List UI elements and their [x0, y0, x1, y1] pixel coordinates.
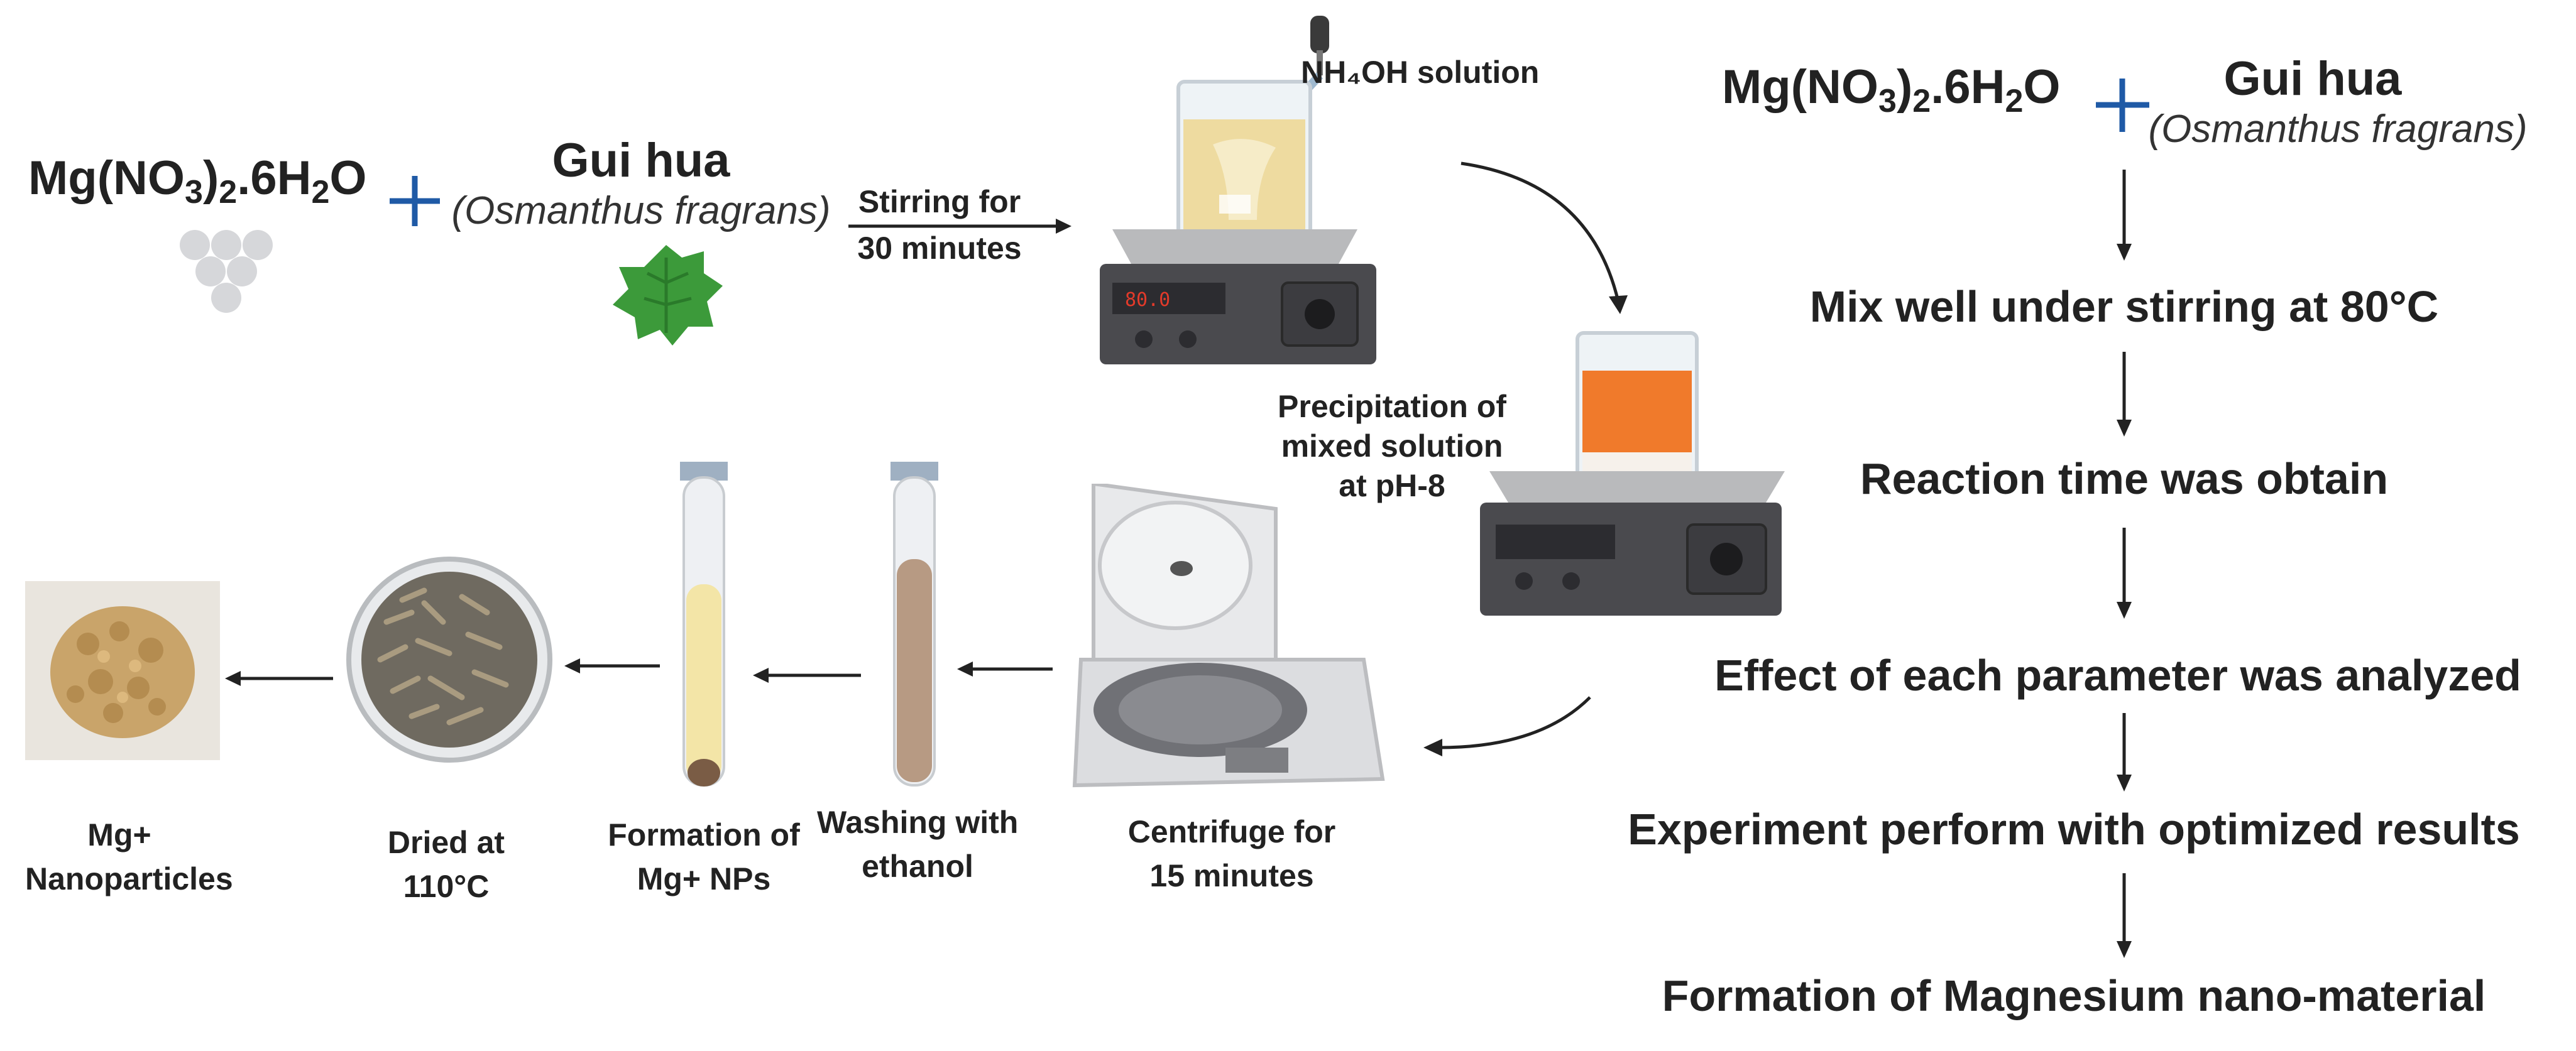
flow-plus-icon [2096, 79, 2149, 132]
stirrer-with-beaker: 80.0 [1100, 16, 1376, 364]
formula-part: O [2023, 60, 2061, 114]
product-label-1: Mg+ [87, 817, 151, 852]
arrow-left-icon [957, 662, 1053, 677]
left-plus-icon [390, 176, 440, 226]
flow-step-1: Mix well under stirring at 80°C [1809, 282, 2439, 331]
centrifuge-icon [1072, 484, 1385, 788]
flow-step-5: Formation of Magnesium nano-material [1662, 971, 2486, 1020]
test-tube-yellow [680, 462, 728, 787]
curved-arrow-icon [1423, 696, 1591, 756]
formula-part: .6H [1931, 60, 2005, 114]
dried-label-1: Dried at [387, 825, 505, 860]
product-label-2: Nanoparticles [25, 861, 233, 896]
arrow-down-icon [2117, 873, 2132, 958]
arrow-down-icon [2117, 170, 2132, 261]
arrow-right-icon [848, 219, 1072, 234]
formula-part: ) [1896, 60, 1913, 114]
flow-plant-name: Gui hua [2223, 52, 2402, 106]
flow-step-4: Experiment perform with optimized result… [1628, 805, 2520, 854]
precip-label-3: at pH-8 [1339, 468, 1445, 503]
precip-label-1: Precipitation of [1278, 389, 1506, 424]
formation-label-2: Mg+ NPs [637, 861, 771, 896]
formula-part: O [329, 151, 367, 205]
arrow-left-icon [564, 658, 660, 673]
formula-subscript: 2 [1912, 83, 1931, 119]
formula-subscript: 2 [2005, 83, 2024, 119]
formula-subscript: 3 [185, 174, 203, 210]
arrow-left-icon [225, 671, 333, 686]
washing-label-2: ethanol [862, 849, 973, 884]
formula-part: ) [202, 151, 219, 205]
centrifuge-label-2: 15 minutes [1149, 858, 1314, 893]
stirring-label-1: Stirring for [858, 184, 1021, 219]
left-reagent-formula: Mg(NO3)2.6H2O [28, 151, 367, 211]
arrow-down-icon [2117, 352, 2132, 437]
arrow-down-icon [2117, 713, 2132, 792]
formula-subscript: 3 [1878, 83, 1897, 119]
flow-step-2: Reaction time was obtain [1860, 454, 2389, 503]
nh4oh-label: NH₄OH solution [1301, 55, 1540, 90]
formation-label-1: Formation of [608, 817, 800, 852]
test-tube-brown [891, 462, 938, 787]
left-plant-name: Gui hua [552, 134, 730, 187]
washing-label-1: Washing with [817, 805, 1019, 840]
flow-plant-scientific: (Osmanthus fragrans) [2148, 107, 2528, 151]
formula-subscript: 2 [311, 174, 330, 210]
formula-part: Mg(NO [1722, 60, 1879, 114]
curved-arrow-icon [1461, 161, 1628, 314]
dried-label-2: 110°C [403, 869, 490, 904]
flow-reagent-formula: Mg(NO3)2.6H2O [1722, 60, 2061, 120]
centrifuge-label-1: Centrifuge for [1127, 814, 1336, 849]
arrow-left-icon [753, 668, 861, 683]
formula-part: Mg(NO [28, 151, 185, 205]
leaf-icon [613, 245, 723, 346]
petri-dish-icon [346, 557, 552, 763]
arrow-down-icon [2117, 528, 2132, 619]
stirring-label-2: 30 minutes [857, 231, 1022, 266]
left-plant-scientific: (Osmanthus fragrans) [451, 189, 831, 232]
formula-part: .6H [237, 151, 312, 205]
flow-step-3: Effect of each parameter was analyzed [1714, 651, 2521, 700]
crystal-spheres-icon [180, 230, 273, 313]
stirrer-display: 80.0 [1125, 289, 1170, 311]
stirrer-with-orange-beaker [1480, 331, 1785, 616]
formula-subscript: 2 [219, 174, 238, 210]
precip-label-2: mixed solution [1281, 428, 1503, 464]
nanoparticles-photo [25, 581, 220, 760]
